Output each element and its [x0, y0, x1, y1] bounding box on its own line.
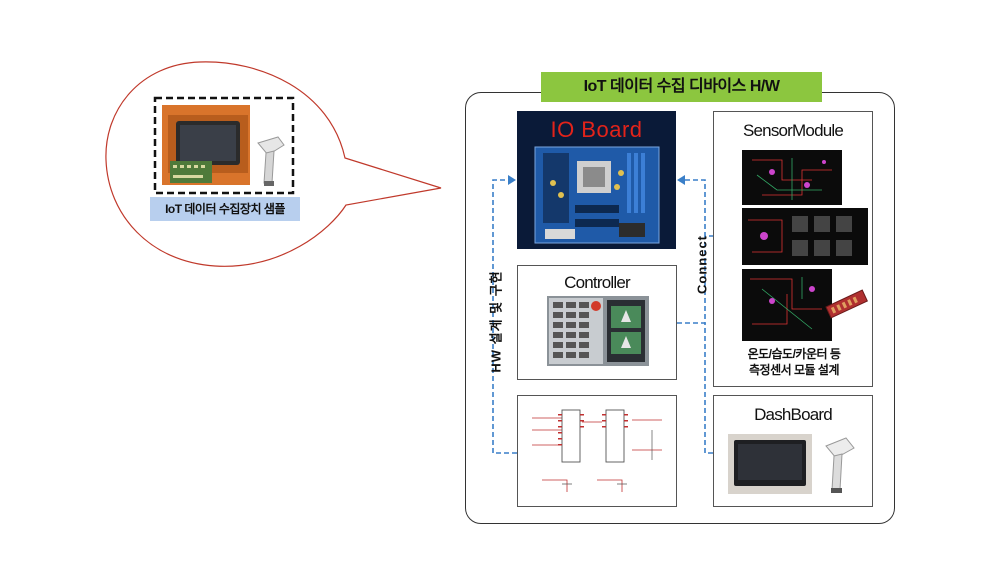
controller-image	[547, 296, 649, 366]
io-board-label: IO Board	[517, 117, 676, 143]
connect-label: Connect	[695, 215, 710, 315]
pcb-image-1	[742, 150, 842, 205]
pcb-image-3	[742, 269, 868, 341]
dashboard-image	[728, 430, 863, 496]
hw-design-label: HW 설계 및 구현	[486, 262, 505, 382]
schematic-image	[522, 400, 672, 502]
sensor-module-caption: 온도/습도/카운터 등 측정센서 모듈 설계	[716, 346, 872, 378]
sensor-module-label: SensorModule	[714, 121, 872, 141]
dashboard-label: DashBoard	[714, 405, 872, 425]
motherboard-graphic	[531, 143, 663, 247]
sensor-caption-line2: 측정센서 모듈 설계	[716, 362, 872, 378]
pcb-image-2	[742, 208, 868, 265]
io-board-image: IO Board	[517, 111, 676, 249]
controller-panel: Controller	[517, 265, 677, 380]
sensor-caption-line1: 온도/습도/카운터 등	[716, 346, 872, 362]
controller-label: Controller	[518, 273, 676, 293]
schematic-panel	[517, 395, 677, 507]
